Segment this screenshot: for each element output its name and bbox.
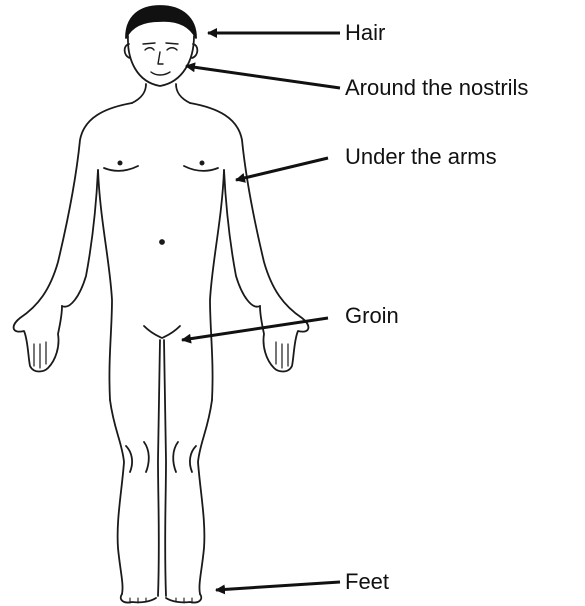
label-under-arms: Under the arms: [345, 146, 497, 168]
neck-left: [132, 84, 146, 103]
left-knee: [126, 442, 149, 472]
torso-left: [98, 170, 112, 400]
arrow-nostrils: [186, 66, 340, 88]
left-hand-fingers: [34, 342, 46, 368]
right-leg-outline: [198, 400, 212, 594]
inner-leg-right: [164, 340, 166, 596]
neck-right: [176, 84, 190, 103]
chest-left: [104, 166, 138, 171]
left-arm-inner: [62, 170, 98, 307]
arrow-arms: [236, 158, 328, 180]
right-hand-fingers: [276, 342, 288, 368]
inner-leg-left: [158, 340, 160, 596]
human-figure: [14, 6, 309, 603]
right-knee: [173, 442, 196, 472]
torso-right: [210, 170, 224, 400]
label-feet: Feet: [345, 571, 389, 593]
left-leg-outline: [110, 400, 124, 594]
right-nipple: [200, 161, 203, 164]
label-around-nostrils: Around the nostrils: [345, 77, 528, 99]
right-arm-inner: [224, 170, 260, 307]
groin-lines: [144, 326, 180, 338]
label-hair: Hair: [345, 22, 385, 44]
left-nipple: [118, 161, 121, 164]
arrow-groin: [182, 318, 328, 340]
chest-right: [184, 166, 218, 171]
face-features: [143, 43, 178, 75]
navel: [160, 240, 164, 244]
arrow-feet: [216, 582, 340, 590]
left-arm-outline: [14, 103, 132, 372]
hair-shape: [126, 6, 196, 38]
head-outline: [128, 36, 194, 86]
label-groin: Groin: [345, 305, 399, 327]
